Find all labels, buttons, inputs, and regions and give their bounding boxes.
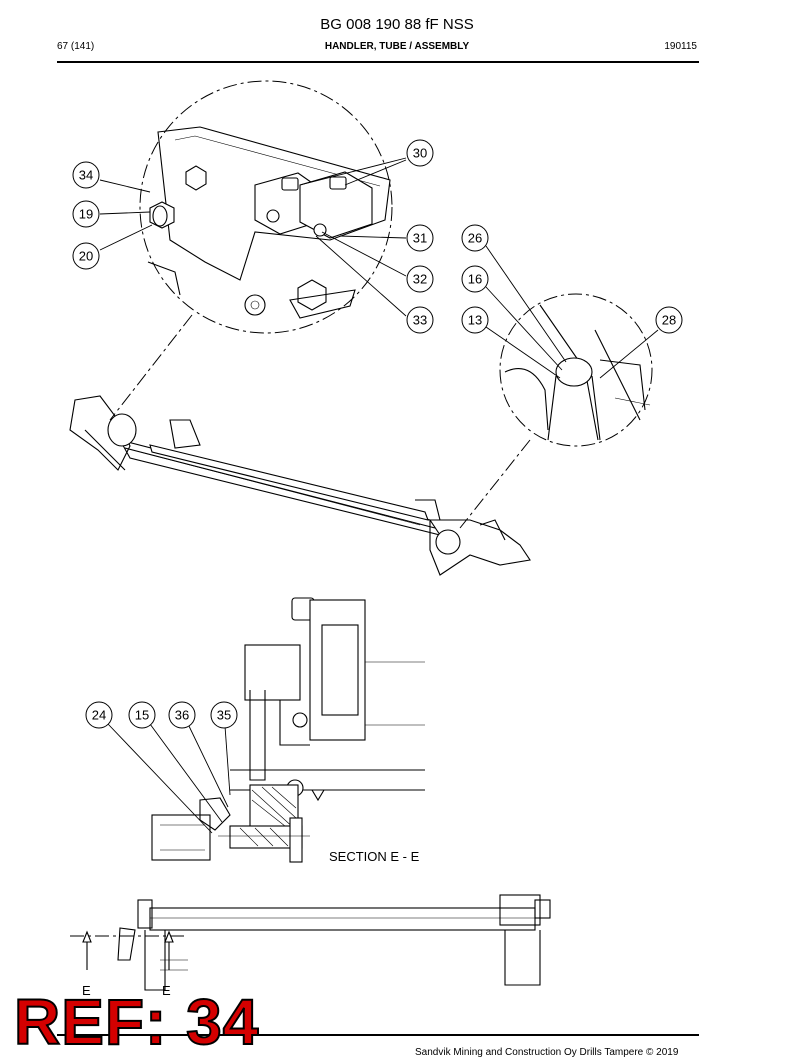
section-e-e [151,597,425,863]
svg-text:15: 15 [135,708,149,723]
callout-30: 30 [406,139,434,167]
callout-33: 33 [406,306,434,334]
footer-rule [57,1034,699,1036]
detail-view-2 [499,293,653,447]
callout-20: 20 [72,242,100,270]
part-title: HANDLER, TUBE / ASSEMBLY [324,41,470,52]
svg-text:19: 19 [79,207,93,222]
main-assembly [69,395,531,576]
callout-19: 19 [72,200,100,228]
svg-text:36: 36 [175,708,189,723]
svg-text:20: 20 [79,249,93,264]
callout-26: 26 [461,224,489,252]
leader-lines [99,157,659,834]
svg-text:24: 24 [92,708,106,723]
svg-text:32: 32 [413,272,427,287]
svg-text:35: 35 [217,708,231,723]
svg-text:30: 30 [413,146,427,161]
svg-text:28: 28 [662,313,676,328]
section-marker-left: E [82,983,91,998]
detail-view-1 [139,80,393,334]
section-label: SECTION E - E [329,849,420,864]
svg-text:26: 26 [468,231,482,246]
page-number: 67 (141) [57,41,95,52]
callout-34: 34 [72,161,100,189]
callout-36: 36 [168,701,196,729]
callout-15: 15 [128,701,156,729]
callout-35: 35 [210,701,238,729]
svg-text:33: 33 [413,313,427,328]
svg-text:13: 13 [468,313,482,328]
header-rule [57,61,699,63]
callout-24: 24 [85,701,113,729]
callout-31: 31 [406,224,434,252]
callout-32: 32 [406,265,434,293]
callout-16: 16 [461,265,489,293]
svg-text:31: 31 [413,231,427,246]
section-marker-right: E [162,983,171,998]
callout-28: 28 [655,306,683,334]
svg-text:16: 16 [468,272,482,287]
side-view [70,894,551,991]
document-title: BG 008 190 88 fF NSS [320,16,474,33]
callout-13: 13 [461,306,489,334]
reference-stamp: REF: 34 [13,985,260,1059]
svg-text:34: 34 [79,168,93,183]
document-date: 190115 [664,41,697,52]
